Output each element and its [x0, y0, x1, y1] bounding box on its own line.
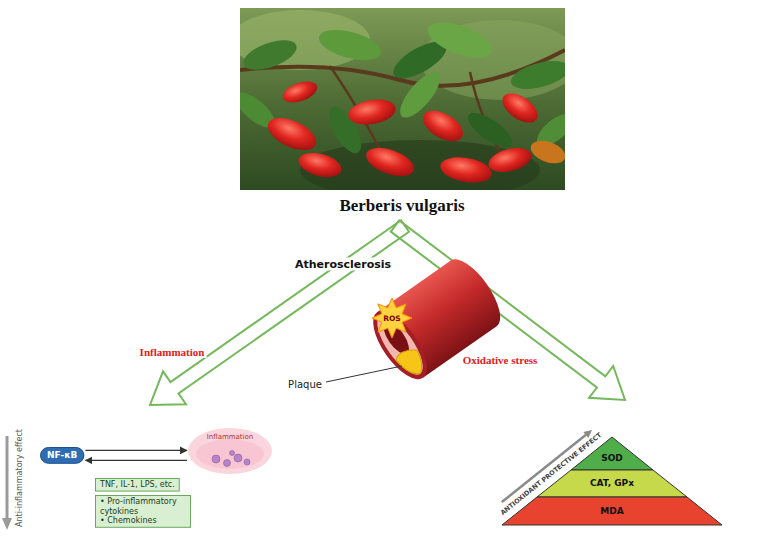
pyramid-layer: MDA [502, 497, 722, 525]
node-text: NF-κB [47, 450, 77, 461]
label-wrap: Anti-inflammatory effect [15, 429, 24, 527]
leader-line [326, 366, 402, 382]
effect-arrowhead [2, 518, 12, 530]
node-text: • Pro-inflammatory cytokines [100, 497, 186, 516]
label-wrap: Oxidative stress [461, 354, 540, 366]
ros-label: ROS [383, 314, 401, 323]
label-wrap: Plaque [286, 379, 324, 390]
label-wrap: Atherosclerosis [293, 258, 393, 271]
inflammation-cloud: Inflammation [188, 428, 272, 474]
hollow-arrow [150, 220, 409, 405]
ros-burst [372, 298, 412, 338]
mediator-box: • Pro-inflammatory cytokines• Chemokines [95, 495, 191, 528]
branch-label: Oxidative stress [461, 354, 540, 366]
node-text: MDA [600, 506, 623, 517]
node-text: SOD [601, 453, 623, 464]
node-text: CAT, GPx [590, 478, 634, 489]
axis-label: Anti-inflammatory effect [15, 429, 24, 527]
artery-illustration [363, 251, 510, 387]
mediator-box: TNF, IL-1, LPS, etc. [95, 478, 180, 492]
factor-box: NF-κB [40, 447, 84, 464]
berry-photo [240, 8, 565, 190]
branch-label: Inflammation [138, 346, 207, 358]
pyramid-layer: SOD [571, 437, 653, 470]
connector-arrow [85, 450, 187, 451]
node-text: Inflammation [207, 433, 254, 441]
node-text: • Chemokines [100, 516, 186, 526]
label-wrap: ROS [383, 314, 401, 323]
label-wrap: Inflammation [138, 346, 207, 358]
connector-arrow [85, 460, 187, 461]
effect-arrow [6, 436, 9, 519]
part-label: Plaque [286, 379, 324, 390]
title-wrap: Berberis vulgaris [339, 196, 464, 216]
node-text: TNF, IL-1, LPS, etc. [100, 480, 175, 490]
figure-label: Atherosclerosis [293, 258, 393, 271]
title: Berberis vulgaris [339, 196, 464, 216]
pyramid-layer: CAT, GPx [537, 470, 687, 497]
